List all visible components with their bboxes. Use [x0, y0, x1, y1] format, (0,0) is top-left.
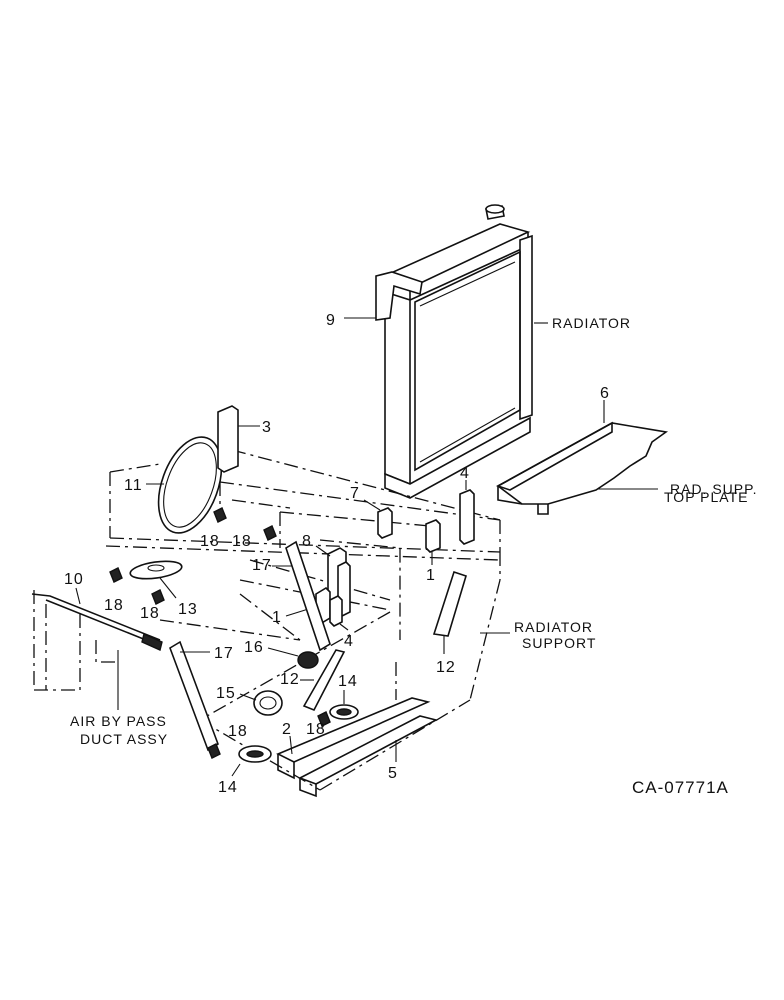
radiator-support-top-plate	[496, 400, 669, 515]
top-plate-label-line1: RAD. SUPP.	[670, 481, 758, 497]
callout-numbers: 9 6 3 4 11 7 18 18 8 17 1 10 18 18 13 1 …	[64, 312, 610, 796]
callout-14-bottom: 14	[218, 779, 238, 796]
callout-10: 10	[64, 571, 84, 588]
callout-2: 2	[282, 721, 292, 738]
callout-18-b: 18	[232, 533, 252, 550]
callout-7: 7	[350, 485, 360, 502]
radiator-support-label-line2: SUPPORT	[522, 635, 596, 651]
callout-18-e: 18	[228, 723, 248, 740]
callout-17-top: 17	[252, 557, 272, 574]
callout-13: 13	[178, 601, 198, 618]
callout-1-right: 1	[426, 567, 436, 584]
air-bypass-duct-label-line1: AIR BY PASS	[70, 713, 167, 729]
callout-18-f: 18	[306, 721, 326, 738]
callout-12-right: 12	[436, 659, 456, 676]
callout-3: 3	[262, 419, 272, 436]
callout-4-top: 4	[460, 465, 470, 482]
fan-shroud-ring	[146, 436, 223, 534]
callout-11: 11	[124, 477, 143, 494]
radiator-support-label-line1: RADIATOR	[514, 619, 593, 635]
callout-18-d: 18	[140, 605, 160, 622]
callout-17-left: 17	[214, 645, 234, 662]
air-bypass-duct-assembly	[31, 587, 163, 710]
callout-18-c: 18	[104, 597, 124, 614]
callout-8: 8	[302, 533, 312, 550]
radiator-label: RADIATOR	[552, 315, 631, 331]
callout-6: 6	[600, 385, 610, 402]
small-parts	[109, 405, 475, 798]
callout-16: 16	[244, 639, 264, 656]
callout-14-right: 14	[338, 673, 358, 690]
callout-1-mid: 1	[272, 609, 282, 626]
radiator-assembly	[344, 204, 548, 499]
drawing-code: CA-07771A	[632, 778, 729, 797]
top-plate-label-line2: TOP PLATE	[664, 489, 748, 505]
callout-18-a: 18	[200, 533, 220, 550]
radiator-support-frame	[105, 445, 510, 791]
callout-15: 15	[216, 685, 236, 702]
callout-9: 9	[326, 312, 336, 329]
callout-5: 5	[388, 765, 398, 782]
callout-4-mid: 4	[344, 633, 354, 650]
callout-12-mid: 12	[280, 671, 300, 688]
air-bypass-duct-label-line2: DUCT ASSY	[80, 731, 168, 747]
